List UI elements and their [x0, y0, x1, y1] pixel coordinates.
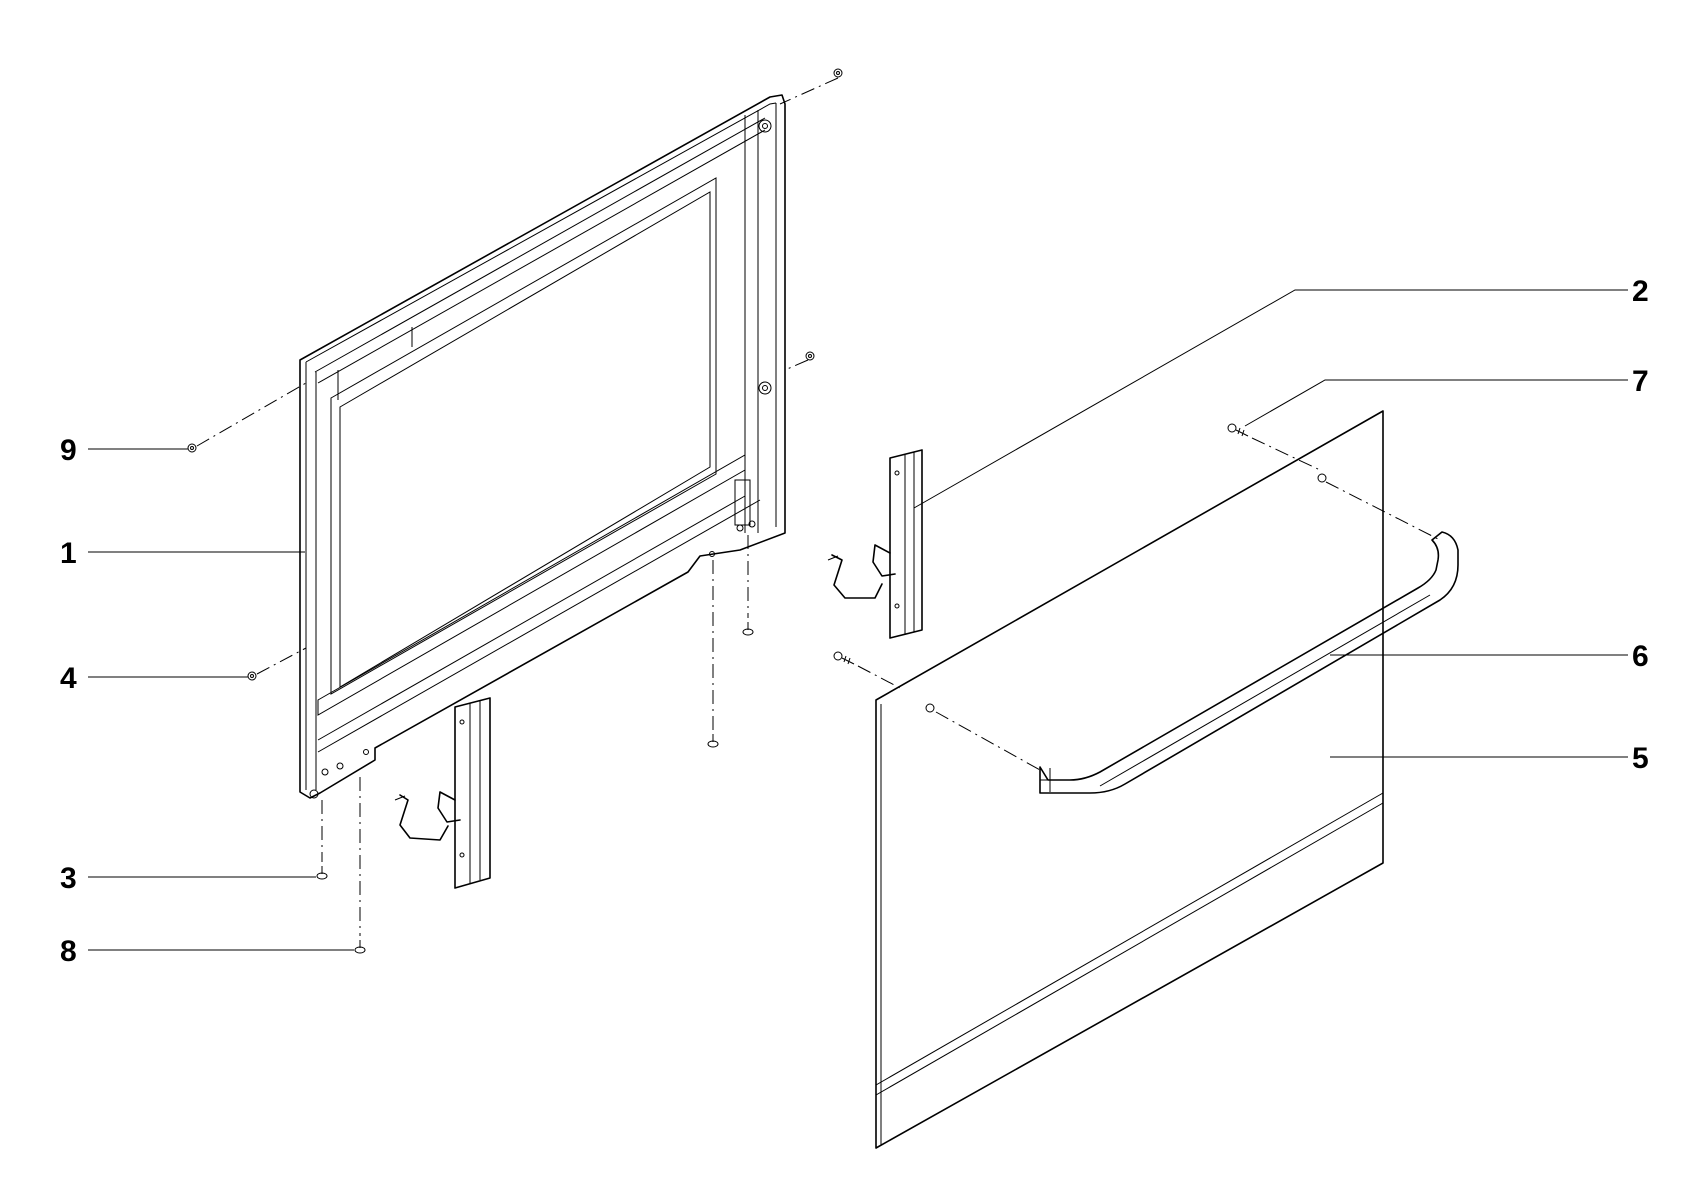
screw-part-8 [354, 940, 366, 954]
callout-6: 6 [1632, 640, 1649, 673]
screw-part-4 [247, 671, 257, 681]
screw-part-3 [316, 866, 328, 880]
leader-2 [913, 289, 1628, 509]
screw-bottom-mid [707, 734, 719, 748]
callout-labels: 1 2 3 4 5 6 7 8 9 [60, 275, 1649, 968]
screw-hinge-right-bottom [742, 622, 754, 636]
screw-top-right [833, 68, 843, 78]
screw-mid-right [805, 351, 815, 361]
callout-7: 7 [1632, 365, 1649, 398]
screws [187, 68, 1249, 954]
screw-panel-left [833, 651, 855, 665]
outer-glass-panel [875, 410, 1384, 1149]
callout-9: 9 [60, 434, 77, 467]
callout-1: 1 [60, 537, 77, 570]
screw-part-7 [1227, 423, 1249, 437]
callout-3: 3 [60, 862, 77, 895]
callout-5: 5 [1632, 742, 1649, 775]
callout-2: 2 [1632, 275, 1649, 308]
screw-part-9 [187, 443, 197, 453]
callout-8: 8 [60, 935, 77, 968]
hinge-right [827, 449, 923, 639]
leader-7 [1244, 379, 1628, 427]
hinge-left [394, 697, 491, 889]
door-handle [1039, 531, 1459, 794]
leader-lines [88, 289, 1628, 951]
inner-door-frame [299, 94, 786, 799]
assembly-centerlines [196, 77, 1441, 936]
callout-4: 4 [60, 662, 77, 695]
